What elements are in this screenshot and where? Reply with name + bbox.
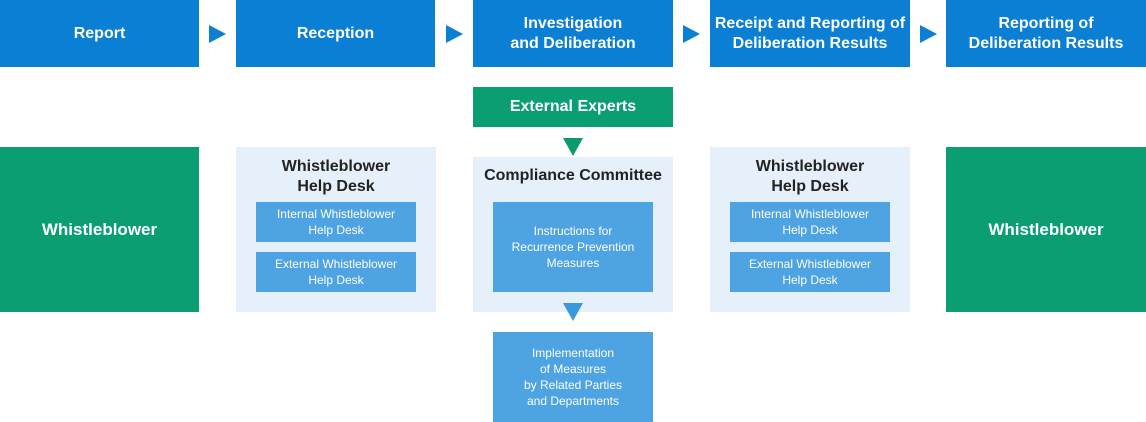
compliance-committee-title: Compliance Committee xyxy=(484,167,662,184)
help-desk-reception-title: Whistleblower Help Desk xyxy=(281,158,391,195)
stage-receipt-reporting: Receipt and Reporting of Deliberation Re… xyxy=(710,0,910,67)
stage-reception: Reception xyxy=(236,0,435,67)
stage-report: Report xyxy=(0,0,199,67)
whistleblower-right-box: Whistleblower xyxy=(946,147,1146,312)
external-help-desk-reception: External Whistleblower Help Desk xyxy=(256,252,416,292)
external-experts-box: External Experts xyxy=(473,87,673,127)
arrow-right-icon xyxy=(209,25,226,43)
arrow-right-icon xyxy=(683,25,700,43)
help-desk-reception-panel: Whistleblower Help Desk Internal Whistle… xyxy=(236,147,436,312)
arrow-right-icon xyxy=(920,25,937,43)
compliance-committee-panel: Compliance Committee Instructions for Re… xyxy=(473,157,673,312)
arrow-right-icon xyxy=(446,25,463,43)
external-help-desk-receipt: External Whistleblower Help Desk xyxy=(730,252,890,292)
arrow-down-icon xyxy=(563,303,583,321)
instructions-box: Instructions for Recurrence Prevention M… xyxy=(493,202,653,292)
help-desk-receipt-title: Whistleblower Help Desk xyxy=(755,158,865,195)
arrow-down-icon xyxy=(563,138,583,156)
internal-help-desk-reception: Internal Whistleblower Help Desk xyxy=(256,202,416,242)
internal-help-desk-receipt: Internal Whistleblower Help Desk xyxy=(730,202,890,242)
stage-reporting: Reporting of Deliberation Results xyxy=(946,0,1146,67)
whistleblower-left-box: Whistleblower xyxy=(0,147,199,312)
help-desk-receipt-panel: Whistleblower Help Desk Internal Whistle… xyxy=(710,147,910,312)
implementation-box: Implementation of Measures by Related Pa… xyxy=(493,332,653,422)
stage-investigation: Investigation and Deliberation xyxy=(473,0,673,67)
